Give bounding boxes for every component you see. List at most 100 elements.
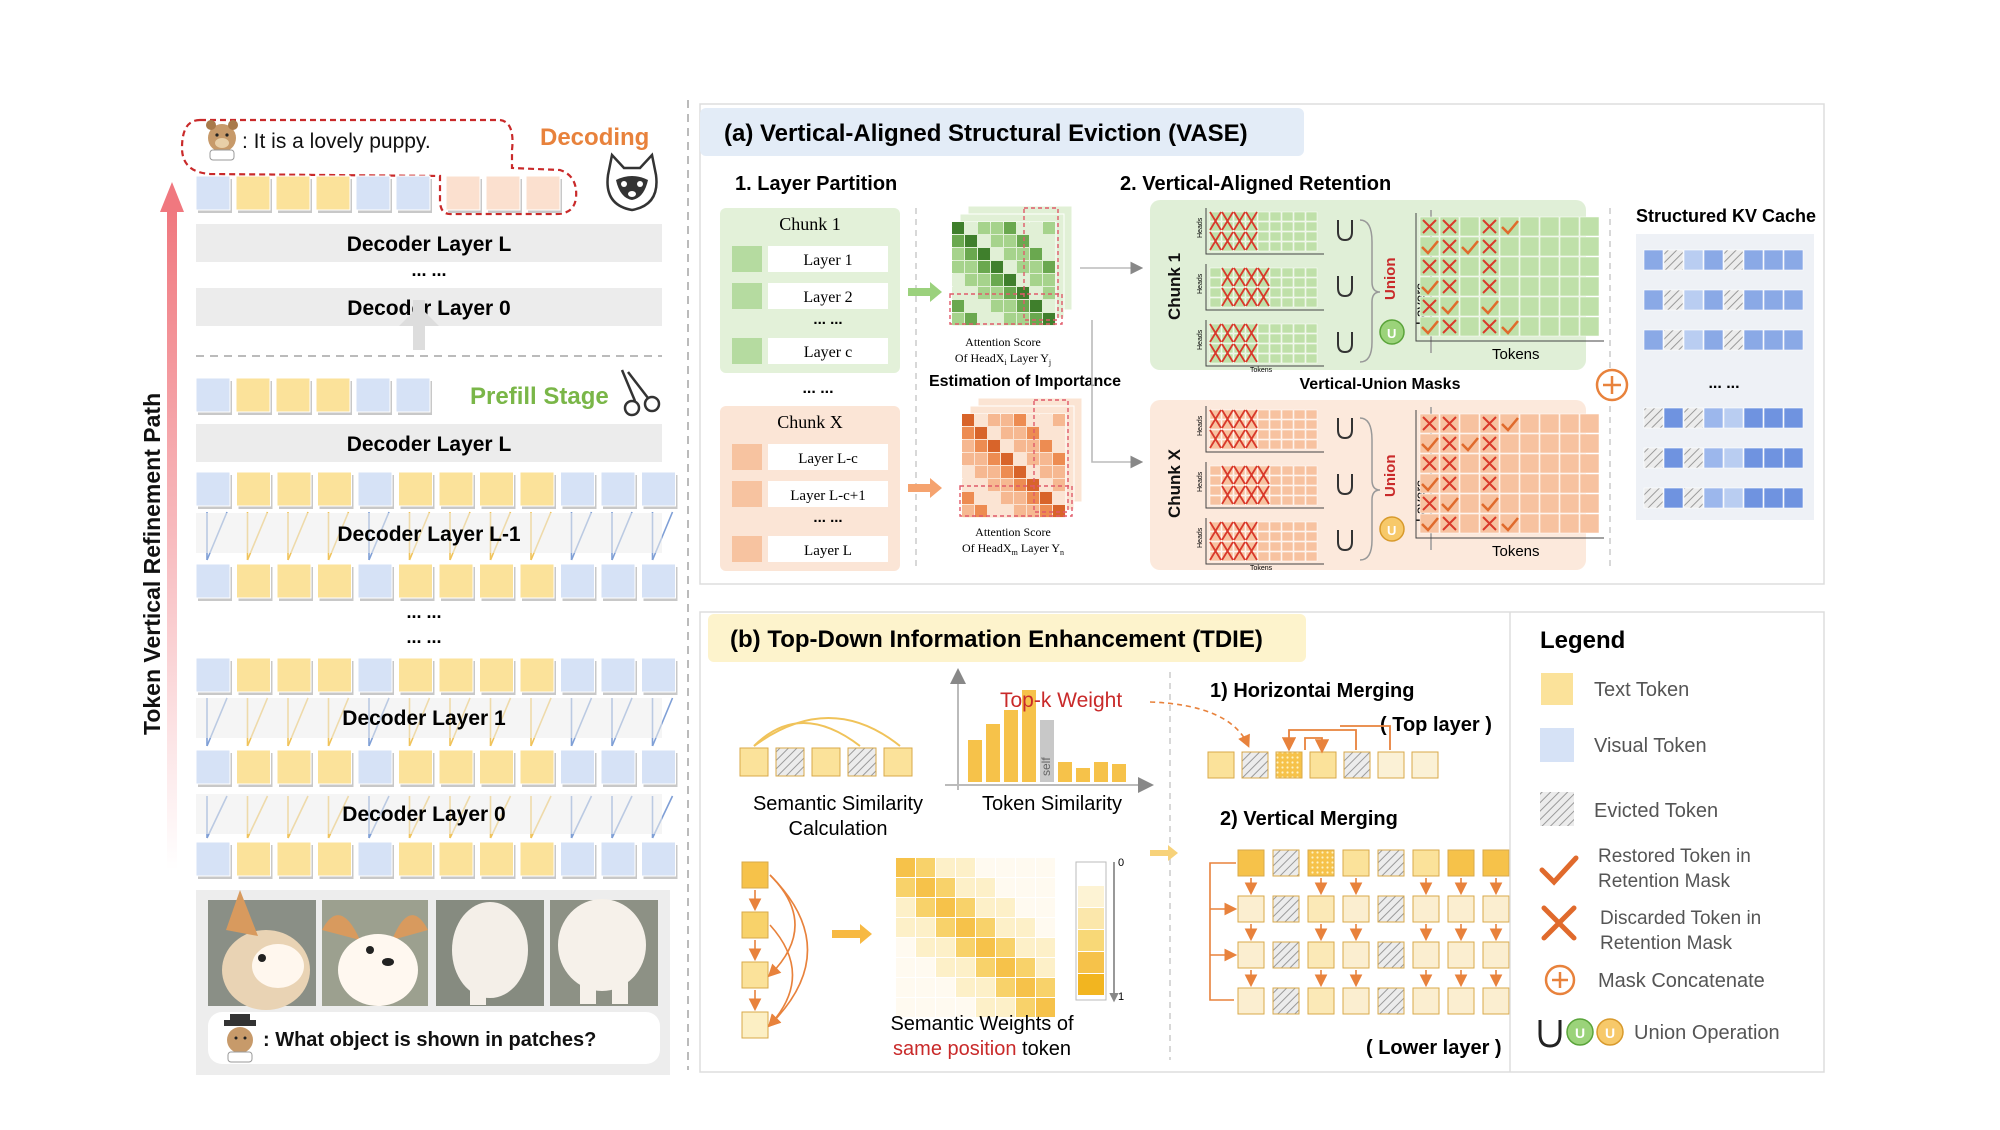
kv-cell [1643, 487, 1664, 509]
cross-mark [1245, 211, 1258, 231]
grid-cell [1269, 495, 1282, 506]
matrix-cell [1043, 261, 1055, 273]
matrix-cell [1053, 505, 1065, 517]
weight-cell [1036, 878, 1055, 897]
kv-cell [1683, 329, 1704, 351]
kv-cell [1643, 249, 1664, 271]
token [641, 841, 676, 877]
union-symbol-icon [1337, 474, 1353, 496]
weight-cell [896, 878, 915, 897]
weight-cell [996, 878, 1015, 897]
matrix-cell [1004, 287, 1016, 299]
grid-cell [1293, 343, 1306, 354]
union-cell [1559, 453, 1580, 474]
cross-mark [1209, 429, 1222, 449]
matrix-cell [1014, 414, 1026, 426]
token [395, 175, 431, 211]
cross-mark [1233, 231, 1246, 251]
union-cell [1499, 296, 1520, 317]
union-cell [1459, 316, 1480, 337]
kv-cell [1783, 329, 1804, 351]
token [315, 175, 351, 211]
token [235, 377, 271, 413]
cross-mark [1245, 343, 1258, 363]
weight-cell [956, 918, 975, 937]
grid-cell [1209, 495, 1222, 506]
chunkX-title: Chunk X [777, 412, 843, 432]
matrix-cell [962, 505, 974, 517]
token [357, 471, 393, 507]
weight-cell [896, 918, 915, 937]
union-cell [1579, 513, 1600, 534]
matrix-cell [1027, 492, 1039, 504]
scale-step [1078, 864, 1104, 885]
grid-cell [1209, 485, 1222, 496]
orange-union-result: UnionULayersTokens [1379, 407, 1604, 560]
union-cell [1579, 216, 1600, 237]
legend-union-orange-u: U [1605, 1025, 1615, 1041]
token [315, 377, 351, 413]
weight-cell [896, 978, 915, 997]
matrix-cell [991, 313, 1003, 325]
grid-cell [1305, 353, 1318, 364]
grid-cell [1269, 409, 1282, 420]
matrix-cell [1001, 453, 1013, 465]
token [519, 563, 555, 599]
grid-cell [1305, 277, 1318, 288]
matrix-cell [1014, 440, 1026, 452]
token [560, 563, 595, 599]
union-cell [1539, 256, 1560, 277]
legend-union-op: Union Operation [1634, 1022, 1780, 1044]
grid-cell [1293, 531, 1306, 542]
matrix-cell [978, 261, 990, 273]
legend-union-green-icon [1566, 1018, 1594, 1046]
grid-cell [1305, 221, 1318, 232]
matrix-cell [962, 492, 974, 504]
cross-mark [1482, 436, 1497, 451]
token [479, 563, 514, 599]
cross-mark [1482, 259, 1497, 274]
cross-mark [1245, 287, 1258, 307]
token [479, 657, 514, 693]
token [317, 471, 352, 507]
cross-mark [1482, 319, 1497, 334]
matrix-cell [1030, 235, 1042, 247]
grid-cell [1305, 521, 1318, 532]
union-symbol-icon [1337, 276, 1353, 298]
vertical-merging-grid [1209, 849, 1510, 1015]
union-cell [1519, 513, 1540, 534]
cross-mark [1257, 485, 1270, 505]
matrix-cell [1017, 261, 1029, 273]
grid-cell [1281, 429, 1294, 440]
cross-mark [1209, 521, 1222, 541]
grid-cell [1257, 409, 1270, 420]
chunk-dots: ... ... [802, 380, 833, 397]
matrix-highlight [1033, 399, 1069, 513]
weight-cell [996, 958, 1015, 977]
matrix-cell [1017, 300, 1029, 312]
weight-cell [936, 918, 955, 937]
scholar-avatar-icon [224, 1014, 256, 1063]
image-patch-2 [322, 900, 428, 1006]
cross-mark [1482, 456, 1497, 471]
matrix-cell [1027, 440, 1039, 452]
grid-cell [1293, 439, 1306, 450]
vmerge-token [1447, 895, 1475, 923]
matrix-cell [1043, 222, 1055, 234]
weight-cell [916, 958, 935, 977]
grid-cell [1293, 521, 1306, 532]
matrix-cell [1040, 453, 1052, 465]
vmerge-token [1412, 849, 1440, 877]
token [317, 841, 352, 877]
matrix-cell [1053, 440, 1065, 452]
grid-cell [1281, 241, 1294, 252]
grid-cell [1269, 429, 1282, 440]
grid-brace [1359, 219, 1381, 363]
check-mark [1441, 300, 1459, 315]
legend-discarded-2: Retention Mask [1600, 933, 1733, 954]
matrix-cell [1043, 274, 1055, 286]
grid-cell [1281, 297, 1294, 308]
grid-cell [1305, 541, 1318, 552]
kv-cell [1703, 487, 1724, 509]
